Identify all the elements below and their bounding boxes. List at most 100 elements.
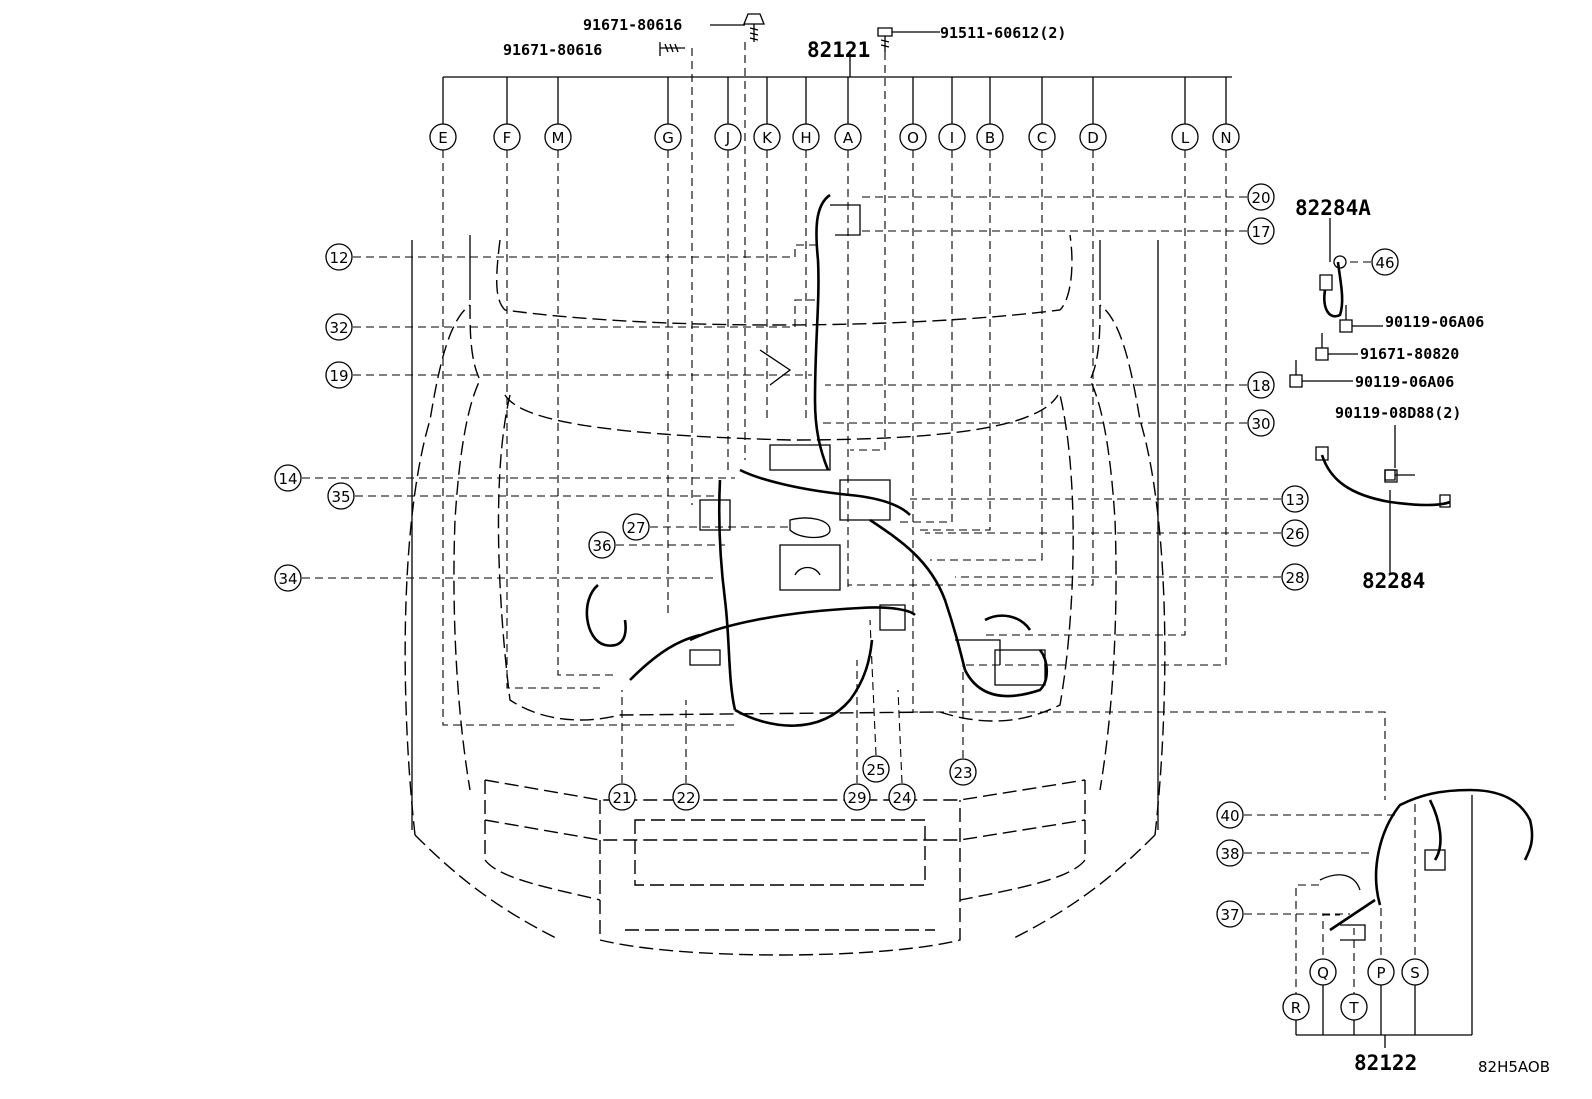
letter-callout-s-text: S — [1410, 964, 1420, 982]
callout-36-text: 36 — [592, 537, 611, 555]
callout-38: 38 — [1216, 839, 1244, 867]
callout-28: 28 — [1281, 563, 1309, 591]
letter-callout-a-text: A — [843, 129, 854, 147]
letter-callout-g-text: G — [662, 129, 674, 147]
letter-callout-r: R — [1282, 993, 1310, 1021]
callout-26-text: 26 — [1285, 525, 1304, 543]
rear-harness-82122 — [1319, 788, 1534, 941]
callout-36: 36 — [588, 531, 616, 559]
letter-callout-n-text: N — [1220, 129, 1231, 147]
letter-callout-t: T — [1340, 993, 1368, 1021]
callout-29: 29 — [843, 783, 871, 811]
letter-bus — [443, 50, 1232, 78]
part-number-label: 90119-08D88(2) — [1335, 404, 1461, 422]
callout-32: 32 — [325, 313, 353, 341]
nut-icon — [1333, 255, 1347, 269]
letter-callout-l-text: L — [1181, 129, 1190, 147]
bolt-icon — [1339, 305, 1353, 333]
fastener-icons — [659, 13, 1398, 483]
letter-callout-k-text: K — [762, 129, 773, 147]
letter-callout-i: I — [938, 123, 966, 151]
bolt-icon — [1384, 469, 1398, 483]
assembly-label: 82284A — [1295, 196, 1371, 220]
callout-26: 26 — [1281, 519, 1309, 547]
callout-13: 13 — [1281, 485, 1309, 513]
callout-37-text: 37 — [1220, 906, 1239, 924]
letter-callout-n: N — [1212, 123, 1240, 151]
callout-12-text: 12 — [329, 249, 348, 267]
callout-22-text: 22 — [676, 789, 695, 807]
callout-40: 40 — [1216, 801, 1244, 829]
main-harness-wires — [585, 193, 1049, 727]
letter-callout-p: P — [1367, 958, 1395, 986]
callout-24-text: 24 — [892, 789, 911, 807]
callout-25-text: 25 — [866, 761, 885, 779]
part-number-label: 91671-80616 — [583, 16, 682, 34]
callout-17: 17 — [1247, 217, 1275, 245]
callout-12: 12 — [325, 243, 353, 271]
callout-30-text: 30 — [1251, 415, 1270, 433]
callout-20: 20 — [1247, 183, 1275, 211]
letter-callout-h-text: H — [800, 129, 811, 147]
callout-23: 23 — [949, 758, 977, 786]
wire-82284 — [1315, 446, 1451, 575]
leader-lines — [442, 42, 1386, 800]
letter-callout-m: M — [544, 123, 572, 151]
callout-21-text: 21 — [612, 789, 631, 807]
letter-callout-q-text: Q — [1317, 964, 1329, 982]
part-labels: 91671-80616 91671-80616 91511-60612(2) 8… — [503, 16, 1550, 1076]
callout-38-text: 38 — [1220, 845, 1239, 863]
letter-callout-c: C — [1028, 123, 1056, 151]
letter-callout-b-text: B — [985, 129, 995, 147]
callout-13-text: 13 — [1285, 491, 1304, 509]
callout-34-text: 34 — [278, 570, 297, 588]
letter-callout-e: E — [429, 123, 457, 151]
bolt-icon — [877, 27, 893, 52]
letter-callout-k: K — [753, 123, 781, 151]
assembly-label: 82122 — [1354, 1051, 1417, 1075]
letter-callout-h: H — [792, 123, 820, 151]
clip-icon — [743, 13, 765, 42]
callout-19-text: 19 — [329, 367, 348, 385]
callout-18: 18 — [1247, 371, 1275, 399]
figure-code: 82H5AOB — [1478, 1058, 1550, 1076]
callout-25: 25 — [862, 755, 890, 783]
vehicle-outline — [404, 234, 1166, 956]
wire-82284a — [1319, 218, 1344, 318]
callout-30: 30 — [1247, 409, 1275, 437]
letter-callout-f: F — [493, 123, 521, 151]
letter-callout-j: J — [714, 123, 742, 151]
letter-callout-s: S — [1401, 958, 1429, 986]
letter-callout-l: L — [1171, 123, 1199, 151]
bolt-icon — [1315, 333, 1329, 361]
letter-callout-r-text: R — [1291, 999, 1301, 1017]
callout-35: 35 — [327, 482, 355, 510]
callout-14: 14 — [274, 464, 302, 492]
callout-46-text: 46 — [1375, 254, 1394, 272]
callout-20-text: 20 — [1251, 189, 1270, 207]
assembly-label: 82121 — [807, 38, 870, 62]
part-number-label: 90119-06A06 — [1355, 373, 1454, 391]
callout-18-text: 18 — [1251, 377, 1270, 395]
part-number-label: 90119-06A06 — [1385, 313, 1484, 331]
clip-icon — [659, 42, 685, 56]
letter-callout-p-text: P — [1376, 964, 1385, 982]
callout-35-text: 35 — [331, 488, 350, 506]
letter-callout-t-text: T — [1348, 999, 1359, 1017]
callout-17-text: 17 — [1251, 223, 1270, 241]
callout-32-text: 32 — [329, 319, 348, 337]
callout-37: 37 — [1216, 900, 1244, 928]
part-number-label: 91511-60612(2) — [940, 24, 1066, 42]
part-number-label: 91671-80820 — [1360, 345, 1459, 363]
part-number-label: 91671-80616 — [503, 41, 602, 59]
callout-34: 34 — [274, 564, 302, 592]
callout-27: 27 — [622, 513, 650, 541]
callout-29-text: 29 — [847, 789, 866, 807]
rear-letter-bus: Q P S R T — [1282, 795, 1473, 1048]
callout-27-text: 27 — [626, 519, 645, 537]
number-callouts: 12 32 19 14 35 27 36 34 20 17 18 30 13 26 28 46 21 22 2925… — [274, 183, 1399, 928]
letter-callout-g: G — [654, 123, 682, 151]
callout-22: 22 — [672, 783, 700, 811]
